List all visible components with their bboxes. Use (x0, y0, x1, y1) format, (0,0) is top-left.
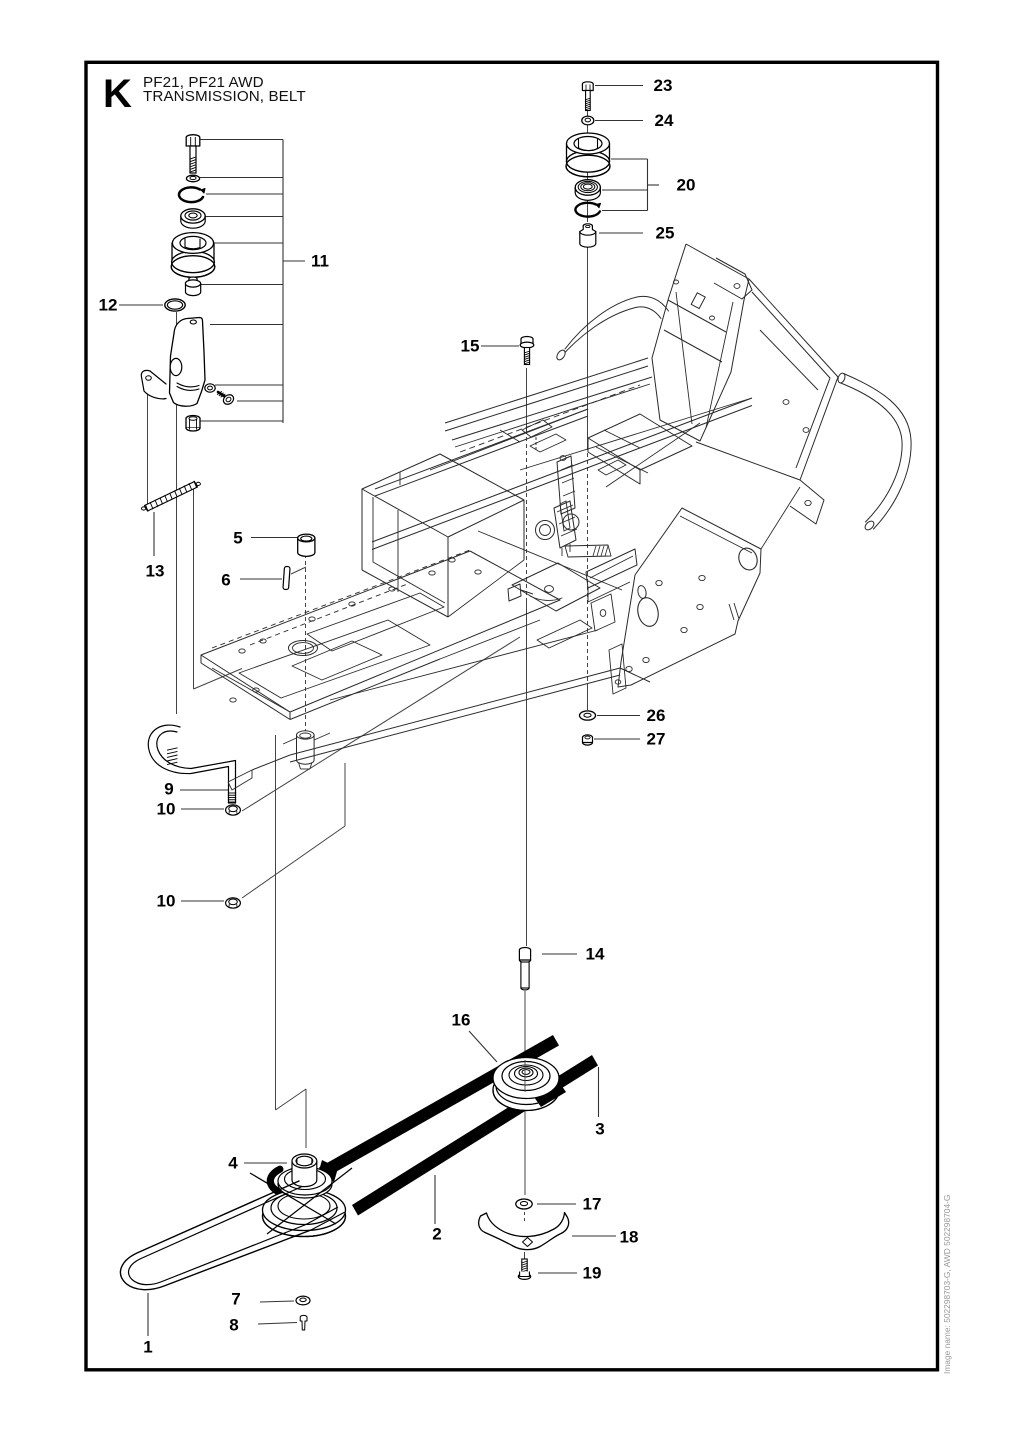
svg-text:19: 19 (583, 1264, 602, 1283)
svg-text:4: 4 (228, 1154, 238, 1173)
svg-text:27: 27 (647, 730, 666, 749)
svg-text:5: 5 (233, 529, 242, 548)
svg-text:PF21, PF21 AWD: PF21, PF21 AWD (143, 74, 264, 91)
svg-text:17: 17 (583, 1195, 602, 1214)
svg-text:11: 11 (311, 252, 329, 271)
svg-text:23: 23 (654, 76, 673, 95)
svg-text:18: 18 (620, 1228, 639, 1247)
svg-text:26: 26 (647, 706, 666, 725)
svg-text:10: 10 (157, 800, 176, 819)
svg-text:16: 16 (452, 1011, 471, 1030)
svg-text:10: 10 (157, 892, 176, 911)
svg-text:TRANSMISSION, BELT: TRANSMISSION, BELT (143, 88, 306, 105)
svg-text:6: 6 (221, 571, 230, 590)
svg-text:2: 2 (432, 1225, 441, 1244)
svg-text:9: 9 (164, 780, 173, 799)
svg-text:14: 14 (586, 945, 605, 964)
svg-text:20: 20 (677, 176, 696, 195)
svg-text:12: 12 (99, 296, 118, 315)
svg-text:13: 13 (146, 562, 165, 581)
svg-text:25: 25 (656, 224, 675, 243)
svg-text:3: 3 (595, 1120, 604, 1139)
svg-text:1: 1 (143, 1338, 152, 1357)
svg-text:15: 15 (461, 337, 480, 356)
svg-text:24: 24 (655, 111, 674, 130)
svg-text:K: K (103, 72, 132, 116)
svg-text:8: 8 (229, 1316, 238, 1335)
svg-text:7: 7 (231, 1290, 240, 1309)
svg-text:Image name: 502298703-G, AWD 5: Image name: 502298703-G, AWD 502298704-G (942, 1195, 952, 1374)
